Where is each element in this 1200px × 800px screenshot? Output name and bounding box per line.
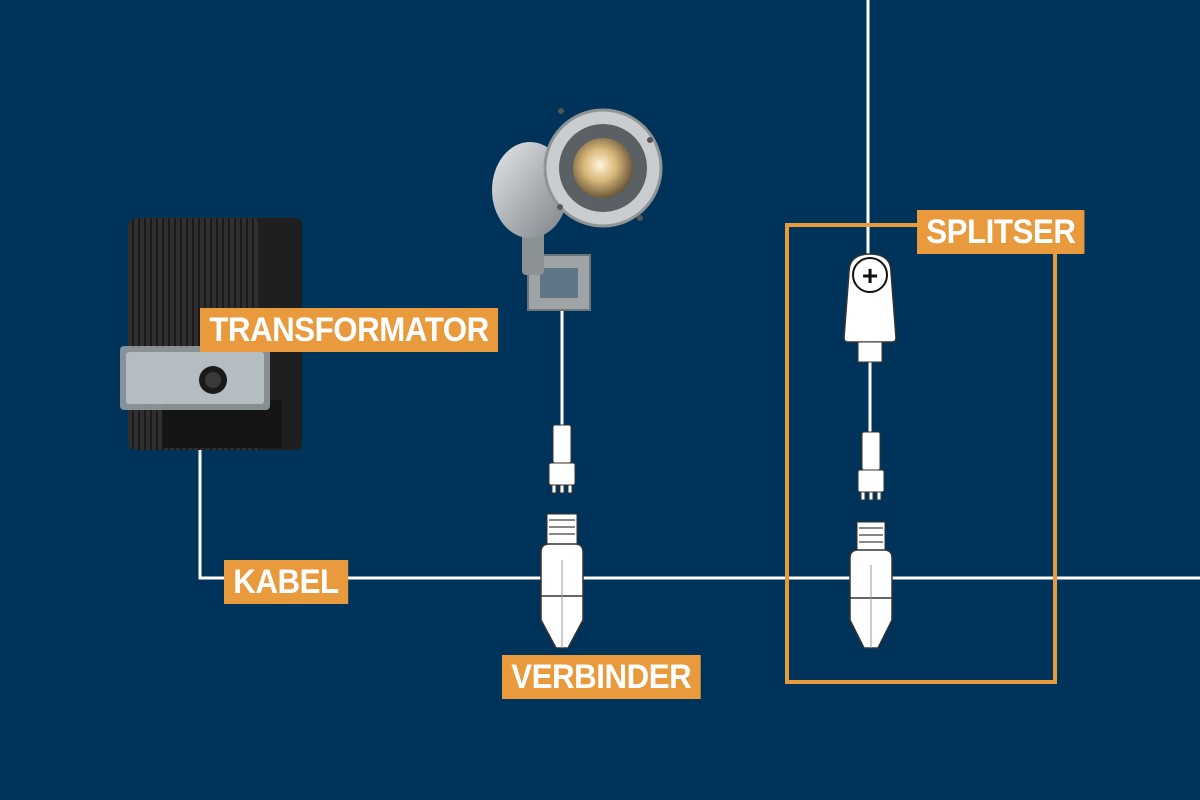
spotlight-plug <box>548 424 576 494</box>
splitter-frame <box>785 223 1057 684</box>
cable-lines <box>198 0 1200 580</box>
splitter-connector <box>849 521 893 649</box>
main-cable <box>198 440 1200 580</box>
label-transformator: TRANSFORMATOR <box>200 308 498 352</box>
splitter-plug <box>857 431 885 501</box>
label-splitser: SPLITSER <box>917 210 1085 254</box>
spotlight-image <box>492 108 663 311</box>
label-verbinder: VERBINDER <box>502 655 701 699</box>
label-kabel: KABEL <box>224 560 348 604</box>
splitter-unit <box>843 253 897 363</box>
verbinder-connector <box>540 513 584 649</box>
plus-symbol: + <box>862 260 878 291</box>
